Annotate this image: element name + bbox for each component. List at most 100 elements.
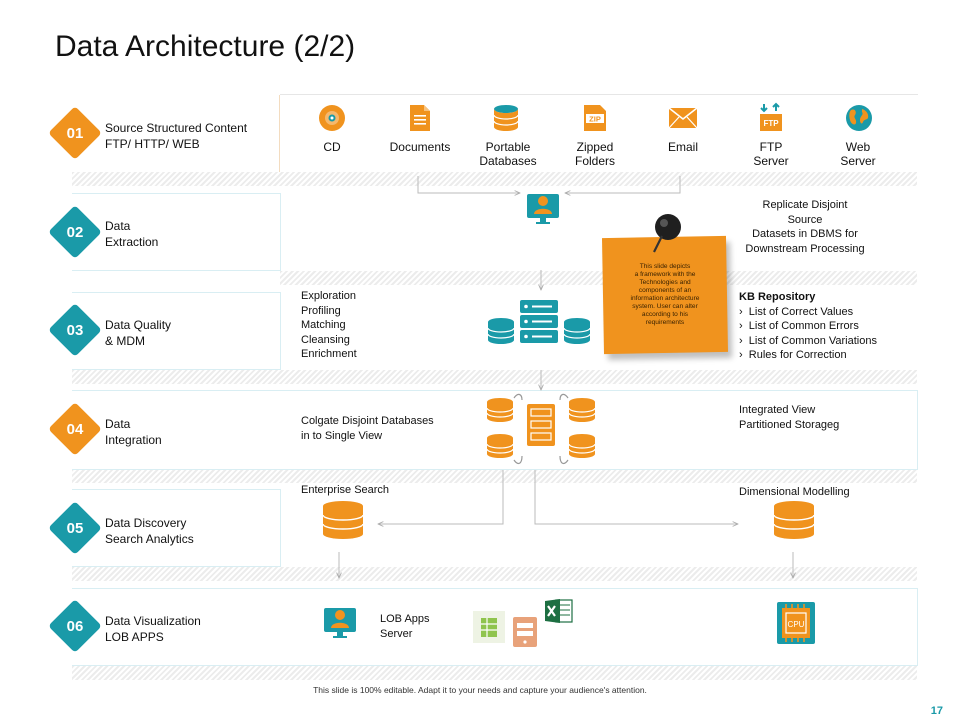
kb-item-text: List of Common Variations (748, 334, 877, 347)
colgate-text: Colgate Disjoint Databases in to Single … (301, 414, 434, 443)
kb-title: KB Repository (739, 291, 816, 303)
kb-item-text: List of Correct Values (748, 305, 854, 318)
row-frame-03 (72, 292, 281, 370)
quality-step: Matching (301, 319, 346, 331)
zip-label: ZIP (589, 115, 601, 124)
step-number: 05 (66, 519, 84, 537)
integrated-line: Partitioned Storageg (739, 418, 840, 431)
kb-item: › List of Correct Values (739, 306, 853, 318)
enterprise-search-label: Enterprise Search (301, 484, 390, 496)
kb-bullet: › (739, 305, 743, 318)
quality-step: Enrichment (301, 348, 357, 360)
step-number: 01 (66, 124, 84, 142)
lob-apps-text: LOB Apps Server (380, 612, 430, 641)
note-line: system. User can alter (632, 303, 698, 310)
row-separator (72, 172, 917, 186)
replicate-text: Replicate Disjoint Source Datasets in DB… (730, 198, 880, 256)
replicate-line: Source (787, 213, 823, 226)
note-line: requirements (645, 319, 685, 326)
lob-apps-line: Server (380, 627, 413, 640)
sticky-note-text: This slide depicts a framework with the … (612, 263, 718, 327)
step-label: Data Quality& MDM (105, 317, 171, 349)
kb-item: › Rules for Correction (739, 349, 847, 361)
step-label-line2: Search Analytics (105, 532, 194, 546)
ftp-server-icon: FTP (756, 102, 786, 133)
source-label-line2: Server (840, 154, 876, 168)
dimensional-database-icon (773, 500, 815, 545)
zip-folder-icon: ZIP (580, 103, 610, 133)
row-separator (72, 370, 917, 384)
quality-step: Cleansing (301, 333, 350, 346)
database-icon (569, 398, 595, 422)
row-separator (72, 469, 917, 483)
kb-repository: KB Repository › List of Correct Values ›… (739, 290, 877, 363)
lob-apps-line: LOB Apps (380, 613, 430, 625)
server-small-icon (512, 616, 538, 653)
globe-icon (844, 103, 874, 133)
user-monitor-icon (526, 190, 560, 231)
quality-step: Profiling (301, 304, 341, 317)
note-line: according to his (641, 311, 689, 318)
database-icon (487, 318, 515, 344)
quality-steps: Exploration Profiling Matching Cleansing… (301, 289, 357, 362)
replicate-line: Replicate Disjoint (762, 199, 848, 211)
footer-note: This slide is 100% editable. Adapt it to… (313, 685, 647, 695)
top-rule (280, 94, 918, 95)
integrated-text: Integrated View Partitioned Storageg (739, 403, 839, 432)
lob-user-monitor-icon (323, 604, 357, 645)
step-label-line2: Integration (105, 433, 162, 447)
source-label-documents: Documents (380, 140, 460, 154)
source-label-cd: CD (292, 140, 372, 154)
source-label-line2: Databases (479, 154, 537, 168)
source-label-line1: FTP (759, 140, 783, 154)
colgate-line: in to Single View (301, 429, 383, 442)
kb-item-text: List of Common Errors (748, 320, 859, 332)
pushpin-icon (648, 212, 684, 259)
kb-item: › List of Common Errors (739, 320, 859, 332)
note-line: Technologies and (639, 279, 691, 286)
replicate-line: Downstream Processing (745, 242, 865, 255)
ftp-label: FTP (763, 119, 779, 128)
note-line: information architecture (630, 295, 700, 302)
quality-step: Exploration (301, 290, 357, 302)
source-label-line1: CD (323, 140, 341, 154)
step-label-line1: Data Quality (105, 318, 172, 332)
kb-bullet: › (739, 334, 743, 347)
step-label-line1: Data Discovery (105, 516, 187, 530)
connector-line (565, 176, 681, 193)
page-number: 17 (930, 705, 943, 717)
kb-bullet: › (739, 320, 743, 332)
cd-icon (317, 103, 347, 133)
server-icon (527, 404, 555, 446)
connector-line (378, 470, 504, 524)
database-icon (487, 398, 513, 422)
email-icon (668, 103, 698, 133)
source-label-line1: Zipped (576, 140, 614, 154)
integrated-line: Integrated View (739, 404, 816, 416)
server-icon (520, 300, 558, 343)
step-label-line2: LOB APPS (105, 630, 164, 644)
note-line: This slide depicts (639, 263, 691, 270)
dimensional-modelling-label: Dimensional Modelling (739, 486, 850, 498)
kb-item: › List of Common Variations (739, 335, 877, 347)
step-label-line2: Extraction (105, 235, 159, 249)
database-icon (563, 318, 591, 344)
row-frame-02 (72, 193, 281, 271)
database-icon (487, 434, 513, 458)
cpu-icon: CPU (776, 601, 816, 650)
row-divider (279, 95, 280, 172)
enterprise-database-icon (322, 500, 364, 545)
source-label-line1: Portable (485, 140, 531, 154)
note-line: components of an (638, 287, 692, 294)
connector-line (417, 176, 520, 193)
